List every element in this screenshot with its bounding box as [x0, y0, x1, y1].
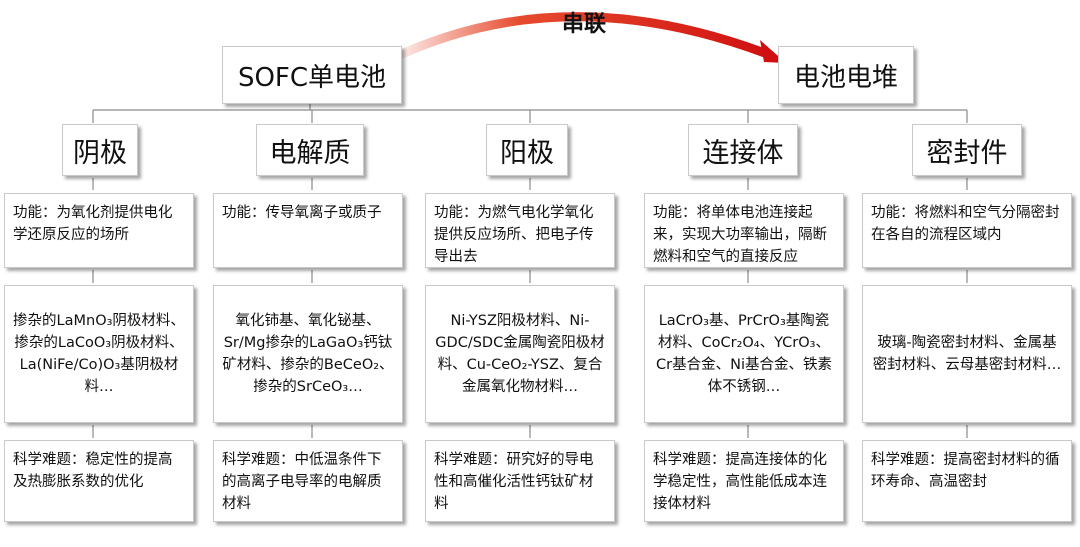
interconnect-materials: LaCrO₃基、PrCrO₃基陶瓷材料、CoCr₂O₄、YCrO₃、Cr基合金、… — [644, 285, 844, 423]
cell-stack-box: 电池电堆 — [778, 46, 914, 104]
cathode-materials: 掺杂的LaMnO₃阴极材料、掺杂的LaCoO₃阴极材料、La(NiFe/Co)O… — [4, 285, 194, 423]
cathode-challenge: 科学难题：稳定性的提高及热膨胀系数的优化 — [4, 440, 194, 522]
anode-materials: Ni-YSZ阳极材料、Ni-GDC/SDC金属陶瓷阳极材料、Cu-CeO₂-YS… — [425, 285, 615, 423]
anode-header: 阳极 — [486, 124, 568, 176]
electrolyte-function: 功能：传导氧离子或质子 — [213, 193, 403, 268]
anode-challenge: 科学难题：研究好的导电性和高催化活性钙钛矿材料 — [425, 440, 615, 522]
seal-function: 功能：将燃料和空气分隔密封在各自的流程区域内 — [862, 193, 1072, 268]
interconnect-header: 连接体 — [688, 124, 798, 176]
series-arrow — [380, 12, 775, 67]
cathode-function: 功能：为氧化剂提供电化学还原反应的场所 — [4, 193, 194, 268]
electrolyte-header: 电解质 — [256, 124, 364, 176]
electrolyte-challenge: 科学难题：中低温条件下的高离子电导率的电解质材料 — [213, 440, 403, 522]
seal-header: 密封件 — [912, 124, 1022, 176]
interconnect-challenge: 科学难题：提高连接体的化学稳定性，高性能低成本连接体材料 — [644, 440, 844, 522]
seal-materials: 玻璃-陶瓷密封材料、金属基密封材料、云母基密封材料… — [862, 285, 1072, 423]
electrolyte-materials: 氧化铈基、氧化铋基、Sr/Mg掺杂的LaGaO₃钙钛矿材料、掺杂的BeCeO₂、… — [213, 285, 403, 423]
interconnect-function: 功能：将单体电池连接起来，实现大功率输出，隔断燃料和空气的直接反应 — [644, 193, 844, 268]
sofc-cell-box: SOFC单电池 — [222, 46, 402, 104]
seal-challenge: 科学难题：提高密封材料的循环寿命、高温密封 — [862, 440, 1072, 522]
series-label: 串联 — [562, 12, 607, 37]
cathode-header: 阴极 — [62, 124, 138, 176]
anode-function: 功能：为燃气电化学氧化提供反应场所、把电子传导出去 — [425, 193, 615, 268]
